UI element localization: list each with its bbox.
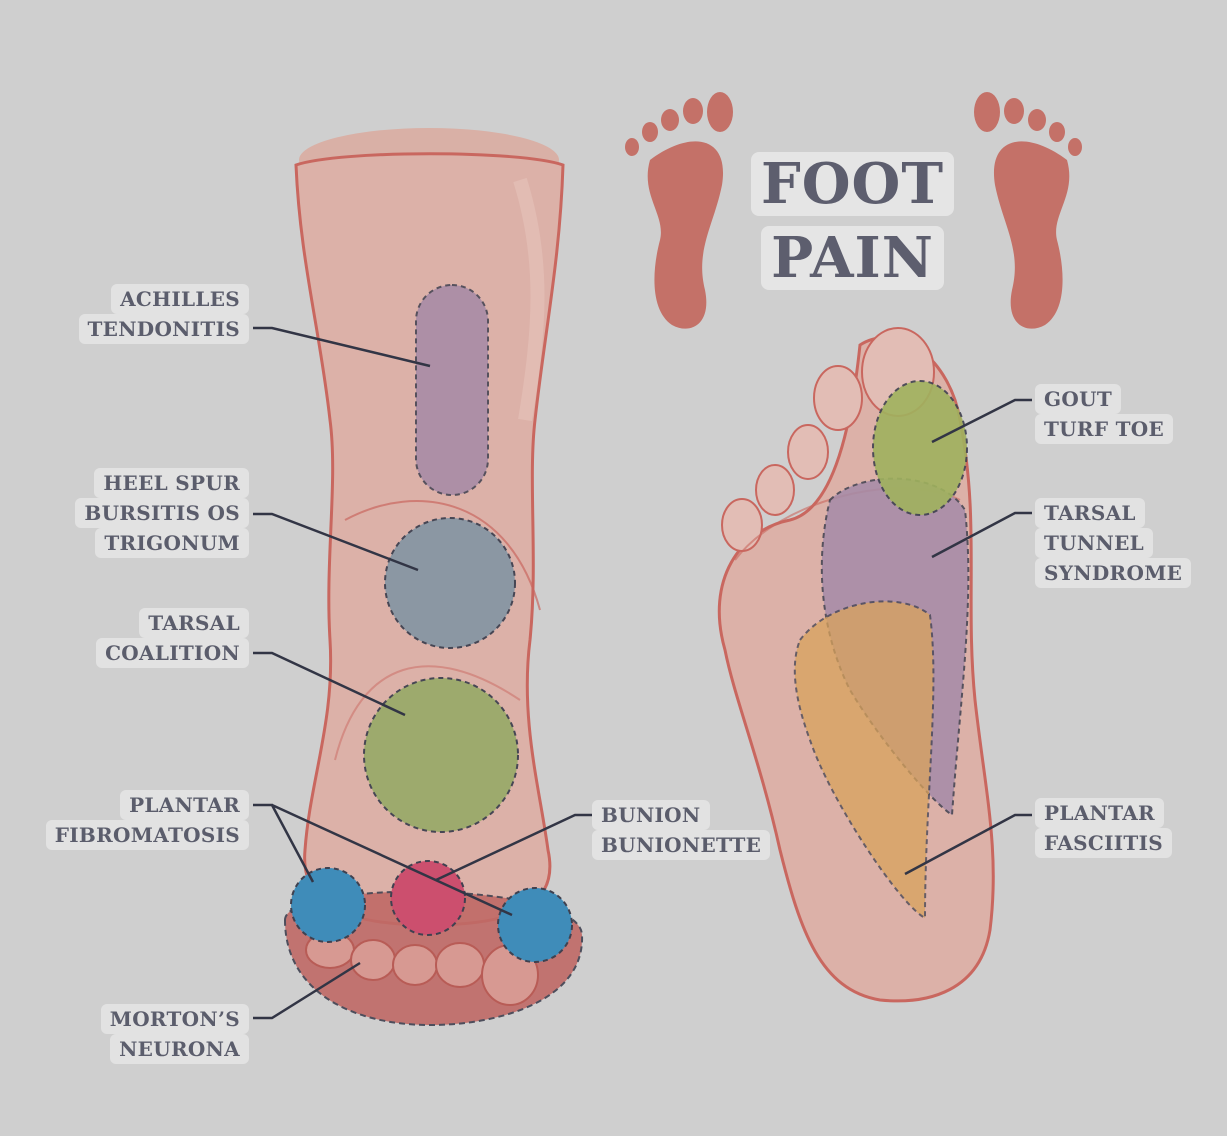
label-bunion: BUNION BUNIONETTE: [592, 800, 771, 860]
left-footprint-icon: [625, 92, 733, 329]
sole-view-foot: [717, 327, 995, 1003]
heel-spur-zone: [384, 517, 516, 649]
label-heel-spur: HEEL SPUR BURSITIS OS TRIGONUM: [75, 468, 249, 558]
title-line-2: PAIN: [761, 226, 944, 290]
plantar-fasciitis-zone: [793, 600, 935, 920]
leader-lines: [253, 326, 1032, 1020]
page-title: FOOT PAIN: [745, 152, 960, 300]
gout-zone: [872, 380, 968, 516]
label-achilles-tendonitis: ACHILLES TENDONITIS: [78, 284, 249, 344]
achilles-zone: [415, 284, 489, 496]
label-gout-turf-toe: GOUT TURF TOE: [1035, 384, 1174, 444]
label-tarsal-coalition: TARSAL COALITION: [96, 608, 249, 668]
right-footprint-icon: [974, 92, 1082, 329]
bunion-zone: [390, 860, 466, 936]
label-mortons-neurona: MORTON’S NEURONA: [100, 1004, 249, 1064]
back-view-foot: [283, 128, 584, 1027]
fibromatosis-zone-left: [290, 867, 366, 943]
label-tarsal-tunnel-syndrome: TARSAL TUNNEL SYNDROME: [1035, 498, 1192, 588]
fibromatosis-zone-right: [497, 887, 573, 963]
tarsal-coalition-zone: [363, 677, 519, 833]
title-line-1: FOOT: [751, 152, 954, 216]
label-plantar-fasciitis: PLANTAR FASCIITIS: [1035, 798, 1172, 858]
label-plantar-fibromatosis: PLANTAR FIBROMATOSIS: [45, 790, 249, 850]
